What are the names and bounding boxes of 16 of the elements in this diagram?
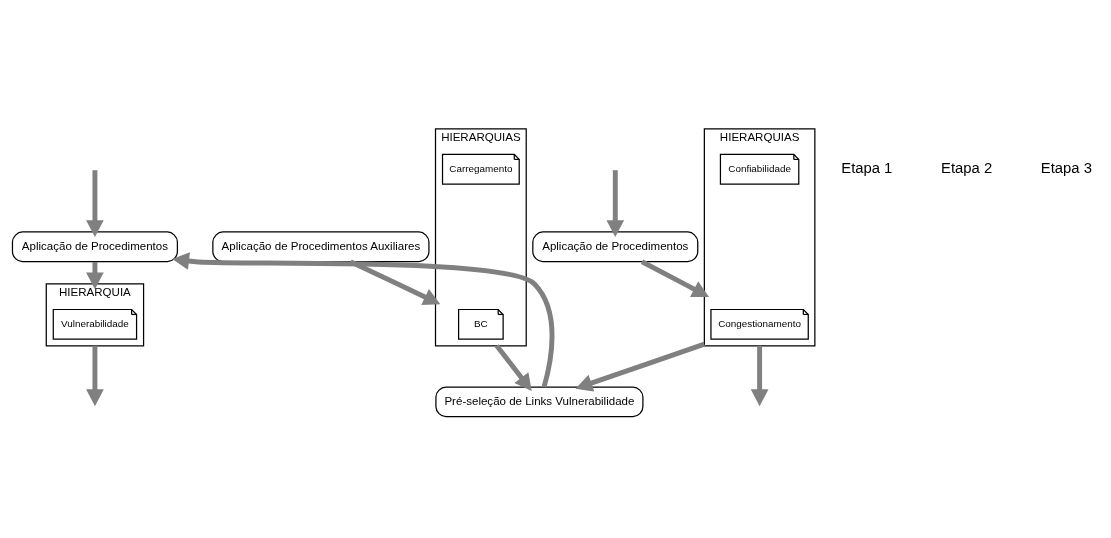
arrow bbox=[640, 259, 710, 297]
node-box: Aplicação de Procedimentos Auxiliares bbox=[212, 230, 430, 262]
node-box: Aplicação de Procedimentos bbox=[532, 230, 699, 262]
arrow bbox=[606, 169, 625, 237]
node-box: Aplicação de Procedimentos bbox=[11, 230, 178, 262]
label: Etapa 1 bbox=[841, 159, 893, 176]
arrow bbox=[86, 345, 104, 406]
arrow bbox=[750, 345, 769, 406]
node-box: Pré-seleção de Links Vulnerabilidade bbox=[435, 385, 644, 417]
arrow bbox=[349, 259, 441, 305]
label: Etapa 3 bbox=[1040, 159, 1092, 176]
label: Etapa 2 bbox=[941, 159, 993, 176]
arrow bbox=[494, 343, 532, 391]
arrow bbox=[575, 341, 706, 391]
arrow bbox=[86, 169, 104, 237]
arrow bbox=[172, 251, 555, 387]
